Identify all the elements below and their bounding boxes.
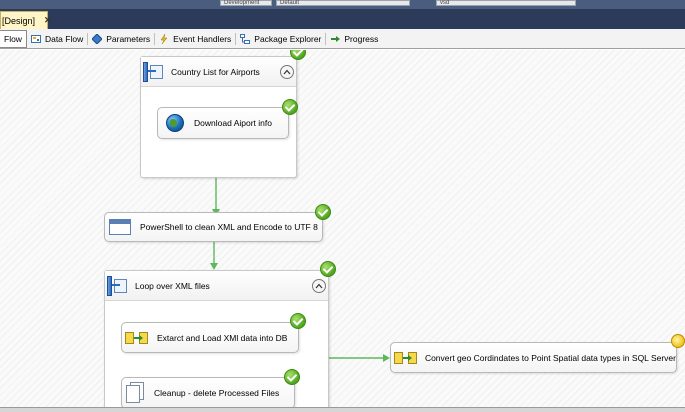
parameters-icon [91, 32, 103, 45]
data-flow-task-icon [394, 350, 417, 366]
convert-geo-task[interactable]: Convert geo Cordindates to Point Spatial… [390, 342, 677, 373]
solution-config-value: Development [224, 0, 260, 6]
find-input[interactable]: vsd [436, 0, 576, 6]
event-handlers-icon [159, 33, 169, 44]
foreach-loop-icon [107, 275, 127, 296]
designer-tab-bar: Flow Data Flow Parameters Event Handlers… [0, 29, 685, 49]
download-airport-task[interactable]: Download Aiport info [157, 107, 289, 139]
success-check-icon [284, 369, 300, 385]
tab-parameters-label: Parameters [106, 33, 151, 44]
platform-dropdown[interactable]: Default [276, 0, 410, 6]
powershell-task-label: PowerShell to clean XML and Encode to UT… [140, 222, 318, 232]
script-window-icon [109, 219, 131, 235]
success-check-icon [290, 313, 306, 329]
collapse-button[interactable] [312, 279, 326, 293]
tab-separator [325, 32, 327, 45]
solution-config-dropdown[interactable]: Development [220, 0, 272, 6]
tab-separator [154, 32, 156, 45]
download-airport-label: Download Aiport info [194, 118, 272, 128]
extract-load-task[interactable]: Extarct and Load XMl data into DB [121, 322, 299, 353]
tab-parameters[interactable]: Parameters [88, 30, 154, 48]
main-toolbar: Development Default vsd [0, 0, 685, 9]
tab-separator [87, 32, 89, 45]
design-document-tab-label: [Design] [2, 15, 36, 26]
success-check-icon [282, 99, 298, 115]
loop-over-xml-label: Loop over XML files [135, 280, 210, 291]
tab-progress[interactable]: Progress [326, 30, 382, 48]
country-list-container[interactable]: Country List for Airports Download Aipor… [140, 56, 297, 178]
platform-value: Default [280, 0, 300, 6]
tab-data-flow[interactable]: Data Flow [27, 30, 87, 48]
document-tab-strip: [Design] ✕ [0, 9, 685, 29]
globe-icon [166, 114, 184, 132]
container-header: Loop over XML files [105, 271, 328, 301]
tab-progress-label: Progress [344, 33, 379, 44]
extract-load-label: Extarct and Load XMl data into DB [157, 332, 288, 343]
loop-over-xml-container[interactable]: Loop over XML files Extarct and Load XMl… [104, 270, 329, 407]
tab-package-explorer[interactable]: Package Explorer [236, 30, 325, 48]
tab-separator [235, 32, 237, 45]
tab-event-handlers-label: Event Handlers [173, 33, 232, 44]
collapse-button[interactable] [280, 65, 294, 79]
executing-status-icon [671, 334, 685, 348]
success-check-icon [320, 261, 336, 277]
success-check-icon [315, 204, 331, 220]
container-header: Country List for Airports [141, 57, 296, 87]
cleanup-task[interactable]: Cleanup - delete Processed Files [121, 377, 295, 407]
tab-control-flow-label: Flow [4, 33, 22, 44]
tab-control-flow[interactable]: Flow [0, 29, 27, 48]
data-flow-icon [30, 34, 41, 44]
tab-data-flow-label: Data Flow [44, 33, 84, 44]
precedence-constraint[interactable] [210, 242, 218, 270]
precedence-constraint[interactable] [212, 178, 220, 216]
design-document-tab[interactable]: [Design] ✕ [0, 11, 52, 29]
precedence-constraint[interactable] [329, 354, 390, 362]
convert-geo-label: Convert geo Cordindates to Point Spatial… [424, 352, 676, 363]
progress-icon [330, 34, 341, 44]
close-icon[interactable]: ✕ [44, 15, 52, 25]
horizontal-scrollbar[interactable] [0, 407, 685, 412]
sequence-container-icon [143, 61, 163, 82]
cleanup-label: Cleanup - delete Processed Files [154, 388, 280, 398]
data-flow-task-icon [125, 330, 149, 346]
file-system-task-icon [126, 382, 144, 404]
find-input-value: vsd [440, 0, 450, 6]
package-explorer-icon [240, 33, 251, 44]
control-flow-canvas[interactable]: Country List for Airports Download Aipor… [0, 50, 685, 407]
tab-package-explorer-label: Package Explorer [254, 33, 322, 44]
country-list-label: Country List for Airports [171, 66, 260, 77]
tab-event-handlers[interactable]: Event Handlers [155, 30, 235, 48]
powershell-task[interactable]: PowerShell to clean XML and Encode to UT… [104, 212, 323, 242]
